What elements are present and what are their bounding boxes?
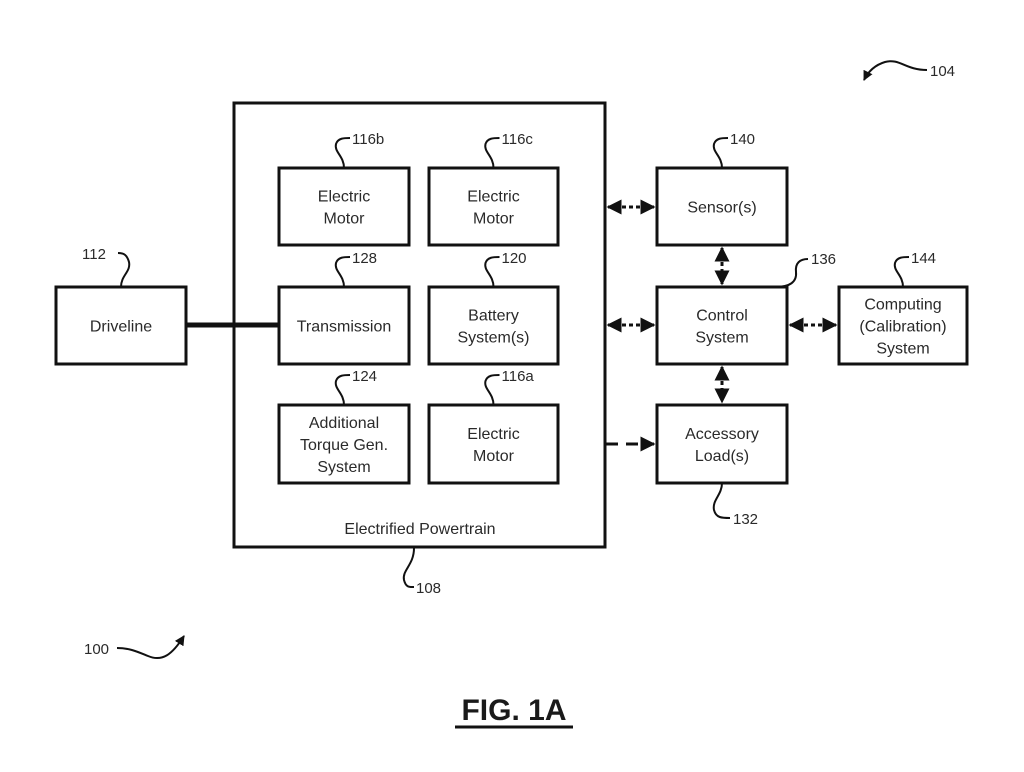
component-transmission-leader (334, 256, 351, 288)
component-motor-116b-leader (334, 137, 351, 169)
computing-label: Computing (864, 297, 941, 314)
control-label: System (695, 330, 748, 347)
ref-104: 104 (930, 63, 955, 80)
component-motor-116a-ref: 116a (502, 368, 535, 385)
computing-leader (893, 256, 910, 288)
accessory-ref: 132 (733, 511, 758, 528)
component-battery-ref: 120 (502, 250, 527, 267)
component-torque-gen-label: Additional (309, 415, 379, 432)
accessory-label: Accessory (685, 426, 759, 443)
component-motor-116c-leader (484, 137, 500, 169)
component-motor-116c-box (427, 166, 560, 247)
component-motor-116a-box (427, 403, 560, 485)
component-torque-gen-box (277, 403, 411, 485)
component-motor-116a-label: Electric (467, 426, 519, 443)
sensors-label: Sensor(s) (687, 200, 756, 217)
electrified-powertrain-label: Electrified Powertrain (344, 521, 495, 538)
component-motor-116b-label: Electric (318, 189, 370, 206)
leader-108 (402, 547, 415, 589)
sensors-ref: 140 (730, 131, 755, 148)
figure-title: FIG. 1A (461, 694, 566, 727)
accessory-box (655, 403, 789, 485)
computing-label: (Calibration) (859, 319, 946, 336)
component-motor-116c-label: Motor (473, 211, 515, 228)
sensors: Sensor(s) 140 (655, 131, 789, 247)
control-ref: 136 (811, 251, 836, 268)
component-motor-116a-label: Motor (473, 448, 515, 465)
powertrain-components: ElectricMotor116bElectricMotor116cTransm… (277, 131, 560, 485)
control-box (655, 285, 789, 366)
driveline-leader (117, 252, 131, 288)
driveline: Driveline 112 (54, 246, 188, 366)
component-torque-gen-label: System (317, 459, 370, 476)
accessory-leader (712, 482, 731, 519)
accessory-label: Load(s) (695, 448, 749, 465)
sensors-box (655, 166, 789, 247)
ref-100: 100 (84, 641, 109, 658)
component-motor-116c-ref: 116c (502, 131, 534, 148)
component-motor-116b-label: Motor (324, 211, 366, 228)
component-transmission-ref: 128 (352, 250, 377, 267)
system-pointer-arrow (116, 635, 185, 660)
computing: Computing (Calibration) System 144 (837, 250, 969, 366)
driveline-ref: 112 (82, 246, 106, 263)
component-motor-116a-leader (484, 374, 500, 406)
component-torque-gen-leader (334, 374, 351, 406)
component-motor-116b-box (277, 166, 411, 247)
component-motor-116b-ref: 116b (352, 131, 384, 148)
computing-ref: 144 (911, 250, 936, 267)
component-torque-gen-ref: 124 (352, 368, 377, 385)
component-motor-116c-label: Electric (467, 189, 519, 206)
vehicle-pointer-arrow (863, 60, 928, 81)
ref-108: 108 (416, 580, 441, 597)
driveline-label: Driveline (90, 319, 152, 336)
component-battery-box (427, 285, 560, 366)
control-label: Control (696, 308, 748, 325)
component-transmission-label: Transmission (297, 319, 392, 336)
control-leader (774, 258, 809, 288)
component-battery-label: Battery (468, 308, 519, 325)
component-battery-leader (484, 256, 500, 288)
computing-label: System (876, 341, 929, 358)
sensors-leader (712, 137, 729, 169)
component-battery-label: System(s) (458, 330, 530, 347)
component-torque-gen-label: Torque Gen. (300, 437, 388, 454)
component-transmission: Transmission 128 (277, 250, 411, 366)
computing-box (837, 285, 969, 366)
